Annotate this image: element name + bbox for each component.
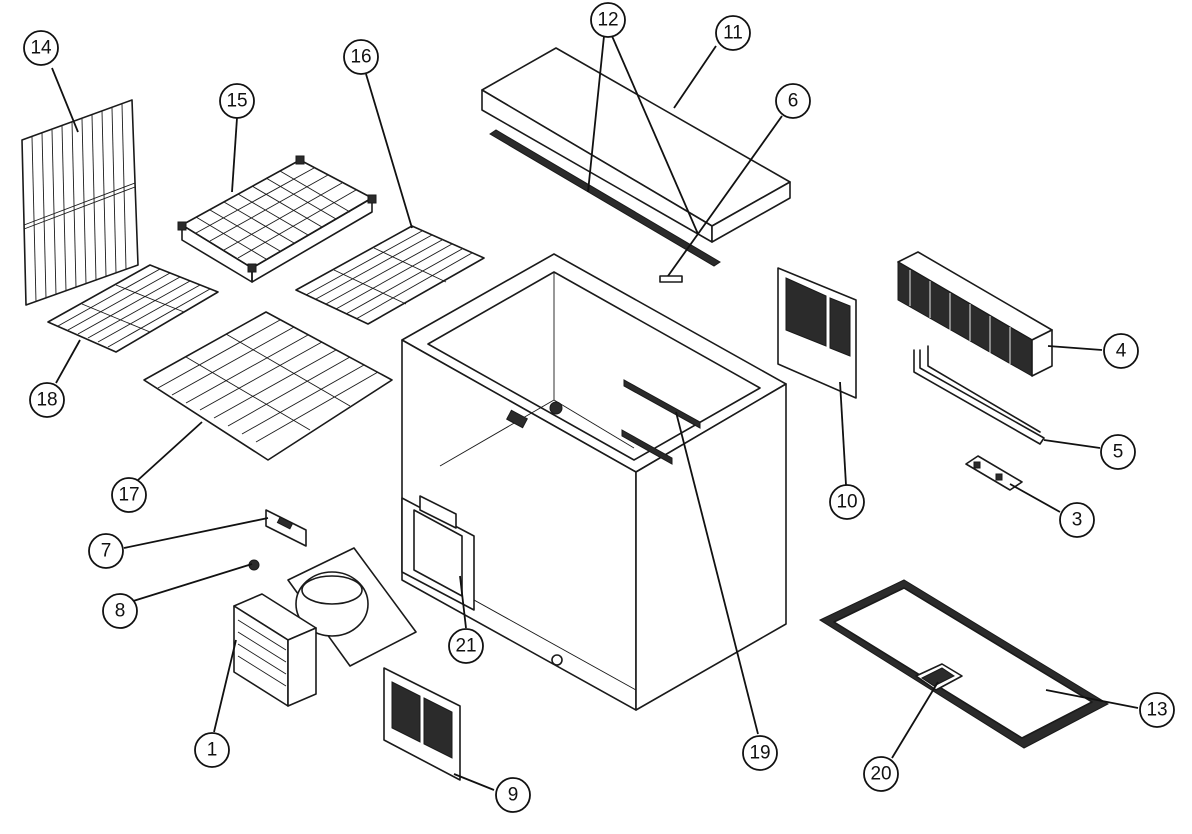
leader-10 — [839, 381, 847, 486]
callout-18: 18 — [29, 382, 65, 418]
callout-20: 20 — [863, 756, 899, 792]
leader-8 — [129, 563, 253, 603]
part-14-wire-rack — [21, 99, 139, 306]
callout-label-13: 13 — [1146, 700, 1167, 721]
part-18-wire-shelf — [47, 264, 219, 353]
callout-label-1: 1 — [207, 740, 218, 761]
leader-20 — [891, 681, 939, 759]
part-12-gasket-strip — [489, 129, 721, 267]
leader-1 — [213, 639, 237, 733]
callout-14: 14 — [23, 30, 59, 66]
leader-6 — [667, 115, 783, 277]
callout-16: 16 — [343, 39, 379, 75]
callout-15: 15 — [219, 83, 255, 119]
callout-9: 9 — [495, 777, 531, 813]
callout-17: 17 — [111, 477, 147, 513]
callouts: 14 15 16 18 17 12 11 6 4 5 3 10 7 8 21 1… — [23, 2, 1175, 813]
callout-3: 3 — [1059, 502, 1095, 538]
callout-label-4: 4 — [1116, 341, 1127, 362]
part-11-lid — [481, 47, 791, 243]
callout-label-15: 15 — [226, 91, 247, 112]
part-4-coil — [897, 251, 1053, 377]
leader-11 — [673, 45, 717, 109]
callout-label-11: 11 — [723, 23, 743, 44]
leader-4 — [1047, 345, 1103, 351]
leader-16 — [365, 73, 413, 229]
leader-15 — [231, 117, 238, 193]
callout-label-20: 20 — [870, 764, 891, 785]
leader-9 — [453, 773, 495, 791]
callout-label-3: 3 — [1072, 510, 1083, 531]
part-20-handle — [915, 663, 963, 691]
part-7-plate — [265, 509, 307, 547]
callout-label-17: 17 — [118, 485, 139, 506]
part-21-bracket — [401, 495, 475, 611]
part-16-wire-shelf — [295, 225, 485, 325]
callout-7: 7 — [88, 533, 124, 569]
callout-13: 13 — [1139, 692, 1175, 728]
callout-label-12: 12 — [597, 10, 618, 31]
cabinet-body — [401, 253, 787, 711]
part-15-wire-basket — [177, 155, 377, 283]
leader-18 — [55, 339, 81, 384]
part-10-grille-panel — [777, 267, 857, 399]
callout-label-6: 6 — [788, 91, 799, 112]
callout-label-10: 10 — [836, 492, 857, 513]
callout-label-5: 5 — [1113, 442, 1124, 463]
part-3-small-bracket — [965, 455, 1023, 491]
callout-label-14: 14 — [30, 38, 52, 59]
part-6-clip — [659, 275, 683, 283]
leader-5 — [1043, 439, 1101, 449]
callout-1: 1 — [194, 732, 230, 768]
leader-lines — [51, 35, 1139, 791]
callout-10: 10 — [829, 484, 865, 520]
callout-label-18: 18 — [36, 390, 57, 411]
callout-12: 12 — [590, 2, 626, 38]
part-13-panel — [818, 579, 1110, 749]
leader-14 — [51, 67, 79, 133]
callout-8: 8 — [102, 593, 138, 629]
callout-label-8: 8 — [115, 601, 126, 622]
callout-21: 21 — [448, 628, 484, 664]
leader-12a — [587, 35, 605, 193]
part-1-compressor-unit — [233, 547, 417, 707]
leader-12b — [611, 35, 699, 235]
part-9-grille — [383, 667, 461, 781]
callout-label-19: 19 — [749, 743, 770, 764]
leader-7 — [123, 517, 269, 549]
callout-label-21: 21 — [455, 636, 476, 657]
callout-11: 11 — [715, 15, 751, 51]
leader-19 — [675, 411, 759, 735]
leader-3 — [1009, 483, 1061, 513]
callout-label-7: 7 — [101, 541, 112, 562]
part-17-wire-shelf — [143, 311, 393, 461]
callout-label-9: 9 — [508, 785, 519, 806]
callout-4: 4 — [1103, 333, 1139, 369]
callout-5: 5 — [1100, 434, 1136, 470]
callout-label-16: 16 — [350, 47, 371, 68]
part-5-u-tube — [913, 345, 1045, 445]
callout-6: 6 — [775, 83, 811, 119]
leader-13 — [1045, 689, 1139, 709]
leader-21 — [459, 575, 467, 629]
callout-19: 19 — [742, 735, 778, 771]
leader-17 — [137, 421, 203, 481]
